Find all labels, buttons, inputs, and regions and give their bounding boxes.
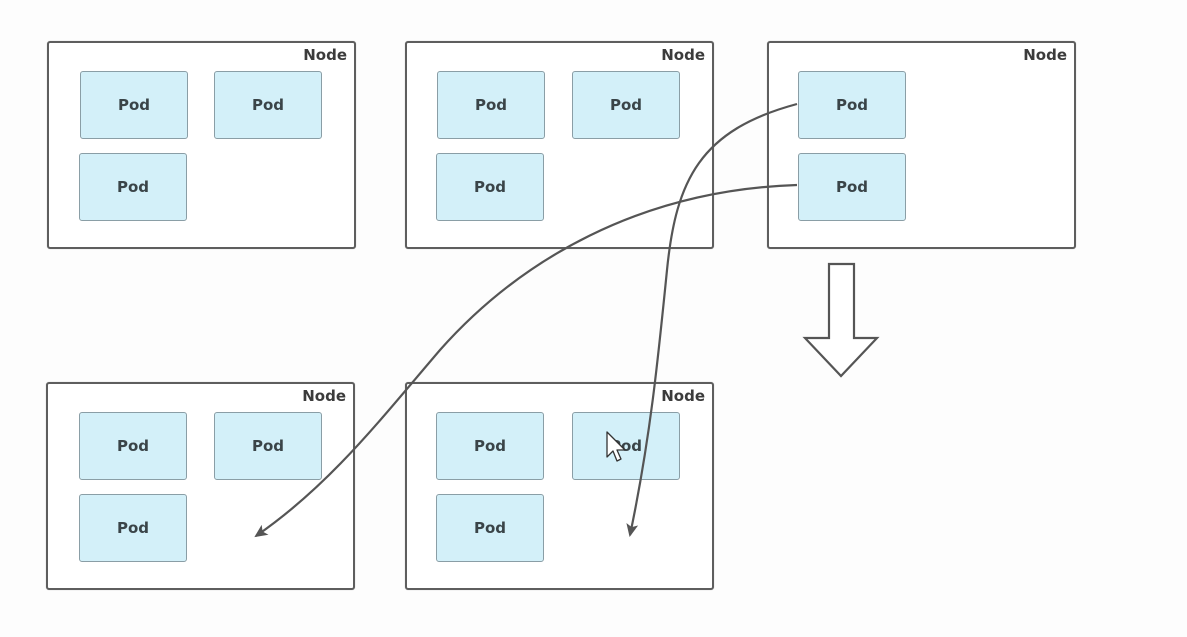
node-label: Node: [661, 387, 705, 405]
pod: Pod: [436, 153, 544, 221]
pod: Pod: [214, 412, 322, 480]
node-top-3: Node Pod Pod: [767, 41, 1076, 249]
node-top-1: Node Pod Pod Pod: [47, 41, 356, 249]
pod: Pod: [437, 71, 545, 139]
pod: Pod: [214, 71, 322, 139]
pod: Pod: [798, 153, 906, 221]
pod: Pod: [79, 153, 187, 221]
block-down-arrow-icon: [802, 262, 880, 378]
pod: Pod: [572, 71, 680, 139]
pod: Pod: [798, 71, 906, 139]
pod: Pod: [79, 412, 187, 480]
pod: Pod: [79, 494, 187, 562]
node-label: Node: [1023, 46, 1067, 64]
pod: Pod: [80, 71, 188, 139]
node-bottom-2: Node Pod Pod Pod: [405, 382, 714, 590]
node-label: Node: [303, 46, 347, 64]
node-bottom-1: Node Pod Pod Pod: [46, 382, 355, 590]
pod: Pod: [572, 412, 680, 480]
node-label: Node: [661, 46, 705, 64]
node-top-2: Node Pod Pod Pod: [405, 41, 714, 249]
pod: Pod: [436, 494, 544, 562]
pod: Pod: [436, 412, 544, 480]
node-label: Node: [302, 387, 346, 405]
